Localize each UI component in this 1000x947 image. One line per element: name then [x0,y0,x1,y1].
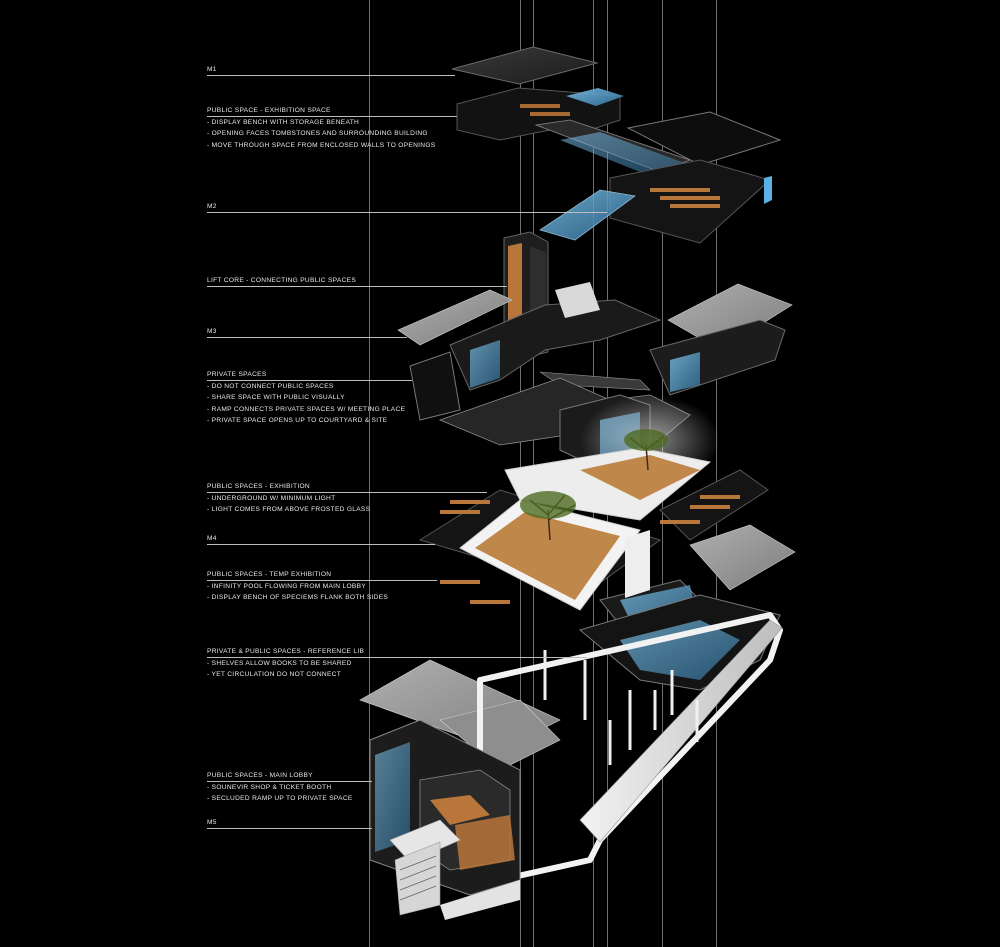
stair [399,855,437,901]
annotation-lift-core: LIFT CORE - CONNECTING PUBLIC SPACES [207,275,356,287]
leader-line [207,380,412,381]
leader-line [207,544,435,545]
label-m4: M4 [207,533,217,545]
display-bench [520,104,570,116]
annotation-line: - DISPLAY BENCH WITH STORAGE BENEATH [207,118,360,126]
leader-line [207,492,487,493]
annotation-line: - SECLUDED RAMP UP TO PRIVATE SPACE [207,795,353,803]
vertical-guide-line [716,0,717,947]
leader-line [207,116,457,117]
leader-line [207,75,455,76]
level-m5-lobby [359,594,783,920]
annotation-line: - UNDERGROUND W/ MINIMUM LIGHT [207,494,336,502]
level-label: M2 [207,203,217,210]
level-m1-roof [451,46,599,85]
leader-line [207,337,407,338]
annotation-public-exhibition: PUBLIC SPACES - EXHIBITION - UNDERGROUND… [207,481,370,516]
label-m2: M2 [207,201,217,213]
annotation-line: - SHARE SPACE WITH PUBLIC VISUALLY [207,394,345,402]
annotation-line: - MOVE THROUGH SPACE FROM ENCLOSED WALLS… [207,141,436,149]
label-m3: M3 [207,326,217,338]
leader-line [207,580,437,581]
annotation-line: - SOUNEVIR SHOP & TICKET BOOTH [207,783,332,791]
annotation-exhibition-space: PUBLIC SPACE - EXHIBITION SPACE - DISPLA… [207,105,435,151]
annotation-main-lobby: PUBLIC SPACES - MAIN LOBBY - SOUNEVIR SH… [207,770,353,805]
annotation-line: - YET CIRCULATION DO NOT CONNECT [207,671,342,679]
level-label: M3 [207,328,217,335]
annotation-line: - LIGHT COMES FROM ABOVE FROSTED GLASS [207,506,371,514]
annotation-line: - INFINITY POOL FLOWING FROM MAIN LOBBY [207,582,366,590]
annotation-line: - RAMP CONNECTS PRIVATE SPACES W/ MEETIN… [207,405,406,413]
annotation-title: PUBLIC SPACE - EXHIBITION SPACE [207,107,331,114]
annotation-title: PUBLIC SPACES - TEMP EXHIBITION [207,571,332,578]
annotation-title: LIFT CORE - CONNECTING PUBLIC SPACES [207,277,357,284]
level-label: M1 [207,66,217,73]
level-label: M4 [207,535,217,542]
leader-line [207,286,507,287]
leader-line [207,657,587,658]
annotation-reference-lib: PRIVATE & PUBLIC SPACES - REFERENCE LIB … [207,646,364,681]
annotation-temp-exhibition: PUBLIC SPACES - TEMP EXHIBITION - INFINI… [207,569,388,604]
annotation-line: - SHELVES ALLOW BOOKS TO BE SHARED [207,659,352,667]
column [543,650,699,765]
annotation-private-spaces: PRIVATE SPACES - DO NOT CONNECT PUBLIC S… [207,369,405,427]
leader-line [207,828,372,829]
leader-line [207,781,372,782]
annotation-title: PUBLIC SPACES - MAIN LOBBY [207,772,313,779]
annotation-line: - OPENING FACES TOMBSTONES AND SURROUNDI… [207,130,428,138]
label-m1: M1 [207,64,217,76]
label-m5: M5 [207,817,217,829]
annotation-title: PRIVATE SPACES [207,371,267,378]
display-bench [440,495,740,604]
display-bench [650,188,720,208]
vertical-guide-line [369,0,370,947]
annotation-title: PUBLIC SPACES - EXHIBITION [207,483,310,490]
annotation-title: PRIVATE & PUBLIC SPACES - REFERENCE LIB [207,648,365,655]
annotation-line: - DISPLAY BENCH OF SPECIEMS FLANK BOTH S… [207,594,389,602]
level-label: M5 [207,819,217,826]
leader-line [207,212,607,213]
annotation-line: - DO NOT CONNECT PUBLIC SPACES [207,382,334,390]
level-m2-exhibition [456,87,782,244]
annotation-line: - PRIVATE SPACE OPENS UP TO COURTYARD & … [207,417,388,425]
level-m4-courtyard [418,395,796,640]
